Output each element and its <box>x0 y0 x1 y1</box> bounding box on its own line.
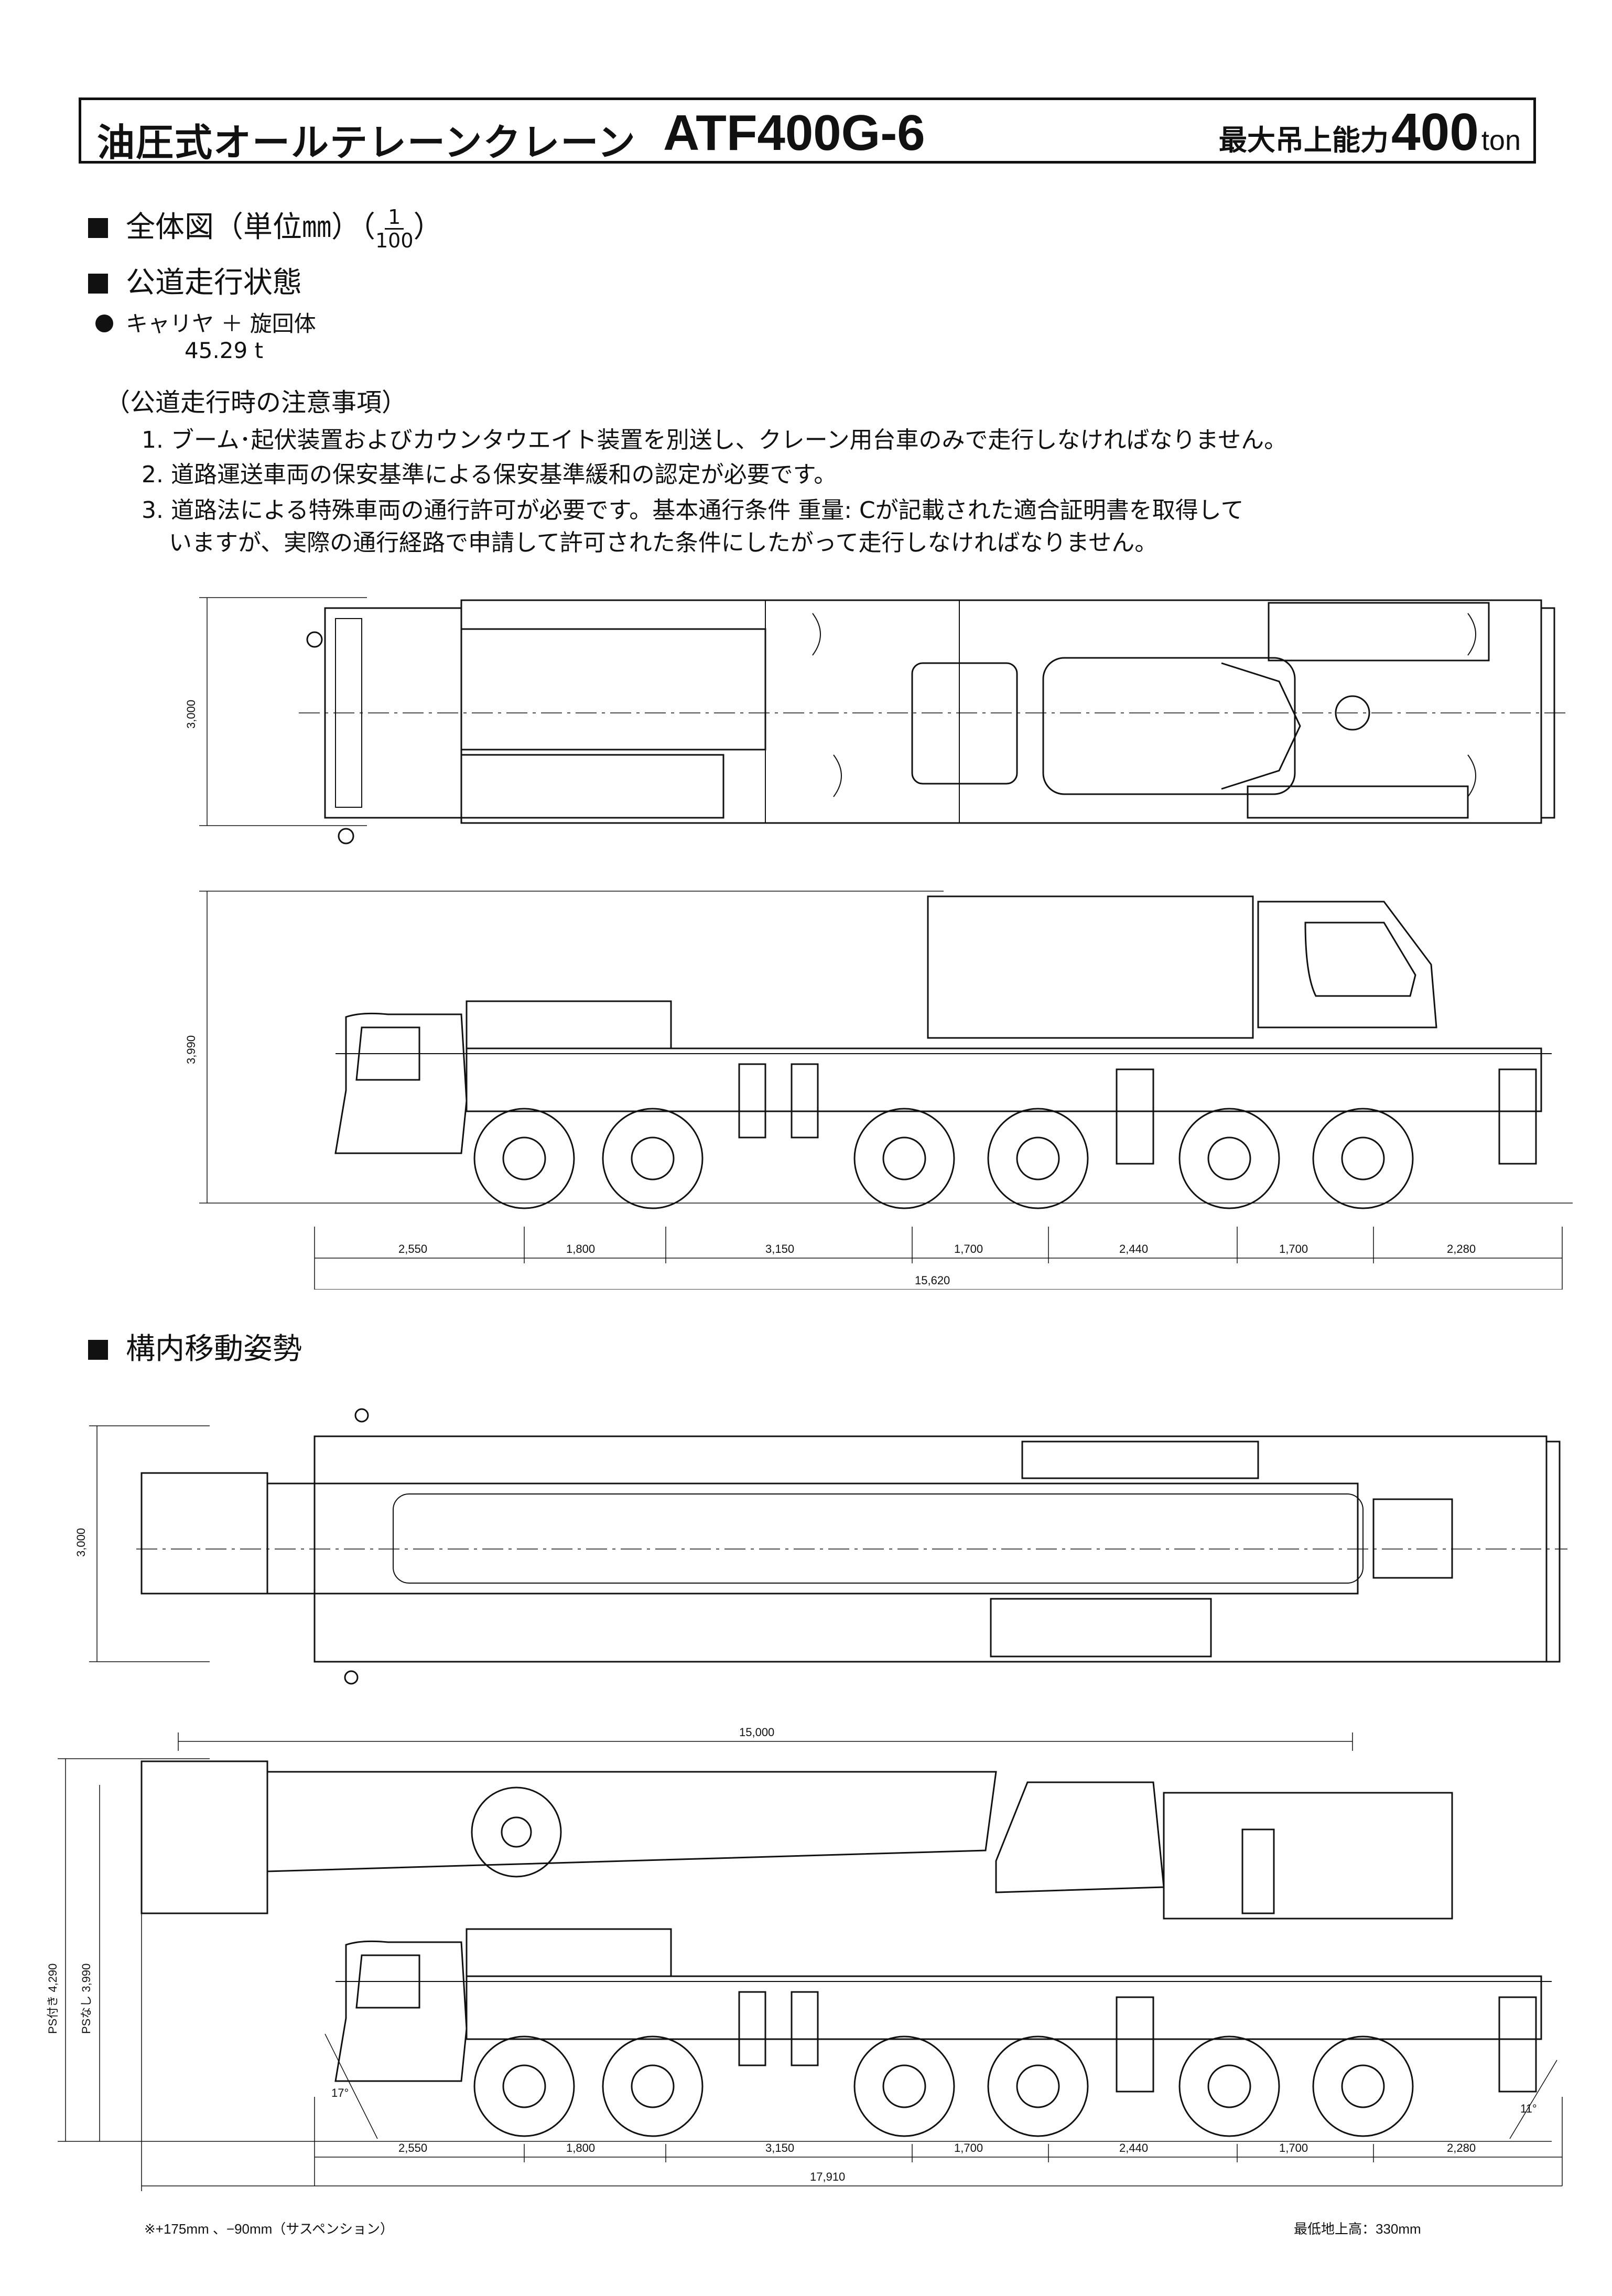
spacing-label-2: 1,800 <box>566 1242 595 1255</box>
circle-bullet-icon <box>95 315 113 332</box>
angle-rear-label: 11° <box>1520 2102 1537 2115</box>
spacing-label-1: 2,550 <box>398 1242 427 1255</box>
document-title: 油圧式オールテレーンクレーン <box>97 121 636 165</box>
yard-side-wheels <box>473 2035 1414 2137</box>
square-bullet-icon <box>88 218 108 238</box>
note-2: 2. 道路運送車両の保安基準による保安基準緩和の認定が必要です。 <box>142 461 837 488</box>
note-3-cont: いますが、実際の通行経路で申請して許可された条件にしたがって走行しなければなりま… <box>169 529 1158 556</box>
spacing-label-3: 3,150 <box>765 1242 794 1255</box>
yard-total-label: 17,910 <box>810 2170 845 2183</box>
yard-spacing-label-1: 2,550 <box>398 2141 427 2154</box>
road-item-label: キャリヤ ＋ 旋回体 <box>126 311 316 337</box>
yard-spacing-label-3: 3,150 <box>765 2141 794 2154</box>
yard-spacing-label-4: 1,700 <box>954 2141 983 2154</box>
yard-spacing-label-7: 2,280 <box>1447 2141 1476 2154</box>
spacing-label-4: 1,700 <box>954 1242 983 1255</box>
yard-side-view: 15,000 PS付き 4,290 PSなし 3,990 17° 11° <box>46 1726 1563 2191</box>
boom-length-label: 15,000 <box>739 1726 774 1739</box>
road-item: キャリヤ ＋ 旋回体 <box>95 306 316 338</box>
max-capacity: 最大吊上能力 400 ton <box>1219 102 1521 163</box>
height-ps-without-label: PSなし 3,990 <box>80 1963 93 2034</box>
road-heading: 公道走行状態 <box>88 259 302 301</box>
yard-spacing-label-6: 1,700 <box>1279 2141 1308 2154</box>
road-side-view: 3,990 2,550 1,800 3,150 1,700 2,440 <box>185 891 1573 1290</box>
road-spacing-dims: 2,550 1,800 3,150 1,700 2,440 1,700 2,28… <box>314 1227 1563 1290</box>
yard-plan-width-label: 3,000 <box>74 1528 88 1557</box>
notes-title: （公道走行時の注意事項） <box>105 388 407 417</box>
road-side-wheels <box>473 1108 1414 1209</box>
capacity-value: 400 <box>1391 103 1479 161</box>
road-side-height-label: 3,990 <box>185 1035 198 1064</box>
angle-front-label: 17° <box>331 2086 349 2099</box>
footer-ground-clearance: 最低地上高：330mm <box>1294 2221 1421 2237</box>
note-1: 1. ブーム･起伏装置およびカウンタウエイト装置を別送し、クレーン用台車のみで走… <box>142 427 1288 453</box>
footer-suspension-note: ※+175mm 、−90mm（サスペンション） <box>144 2221 394 2237</box>
square-bullet-icon <box>88 274 108 294</box>
spacing-label-6: 1,700 <box>1279 1242 1308 1255</box>
spacing-label-7: 2,280 <box>1447 1242 1476 1255</box>
yard-heading: 構内移動姿勢 <box>88 1325 302 1368</box>
yard-spacing-dims: 2,550 1,800 3,150 1,700 2,440 1,700 2,28… <box>141 1913 1563 2191</box>
spacing-label-5: 2,440 <box>1119 1242 1148 1255</box>
title-box: 油圧式オールテレーンクレーン ATF400G-6 最大吊上能力 400 ton <box>79 98 1536 165</box>
road-item-weight: 45.29 t <box>185 338 264 363</box>
yard-spacing-label-5: 2,440 <box>1119 2141 1148 2154</box>
road-total-label: 15,620 <box>915 1274 950 1287</box>
yard-plan-view: 3,000 <box>74 1408 1567 1685</box>
yard-spacing-label-2: 1,800 <box>566 2141 595 2154</box>
capacity-unit: ton <box>1481 125 1521 156</box>
model-name: ATF400G-6 <box>663 105 925 161</box>
height-ps-with-label: PS付き 4,290 <box>46 1963 59 2034</box>
capacity-label: 最大吊上能力 <box>1218 124 1389 157</box>
road-plan-width-label: 3,000 <box>185 700 198 729</box>
road-plan-view: 3,000 <box>185 597 1567 844</box>
square-bullet-icon <box>88 1340 108 1360</box>
note-3: 3. 道路法による特殊車両の通行許可が必要です。基本通行条件 重量: Cが記載さ… <box>142 497 1244 524</box>
